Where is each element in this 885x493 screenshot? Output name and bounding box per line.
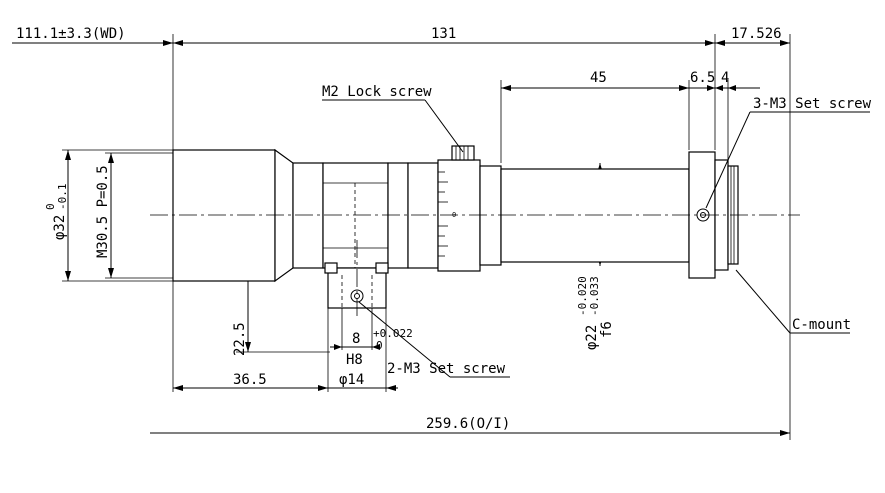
callout-set-screw-bottom: 2-M3 Set screw — [387, 361, 506, 377]
fit-f6: f6 — [599, 321, 615, 338]
dim-6-5: 6.5 — [690, 70, 715, 86]
rear-tube — [500, 168, 690, 263]
tol-h8-upper: +0.022 — [373, 327, 413, 340]
dim-36-5: 36.5 — [233, 372, 267, 388]
dim-phi22-lower: -0.033 — [588, 276, 601, 316]
focus-ring — [437, 159, 481, 272]
dim-thread: M30.5 P=0.5 — [95, 165, 111, 258]
dim-131: 131 — [431, 26, 456, 42]
dim-phi22: φ22 -0.020 -0.033 — [576, 276, 601, 350]
front-barrel — [172, 149, 276, 282]
rear-barrel-b — [407, 162, 439, 269]
dim-overall: 259.6(O/I) — [426, 416, 510, 432]
dim-8: 8 — [352, 331, 360, 347]
center-lines — [150, 214, 800, 316]
dim-phi22-value: φ22 — [584, 325, 600, 350]
dim-45: 45 — [590, 70, 607, 86]
collar — [479, 165, 502, 266]
lock-screw — [451, 145, 475, 161]
wd-label: 111.1±3.3(WD) — [16, 26, 126, 42]
dim-4: 4 — [721, 70, 729, 86]
lens-body: 0 — [172, 145, 739, 283]
dimension-texts: 111.1±3.3(WD) 131 17.526 45 6.5 4 φ32 0 … — [16, 26, 782, 432]
rear-barrel-a — [387, 162, 409, 269]
block-housing — [322, 162, 389, 269]
callout-texts: M2 Lock screw 3-M3 Set screw 2-M3 Set sc… — [322, 84, 872, 377]
callout-c-mount: C-mount — [792, 317, 851, 333]
callout-set-screw-top: 3-M3 Set screw — [753, 96, 872, 112]
extension-lines — [62, 34, 791, 440]
dim-phi32-value: φ32 — [52, 215, 68, 240]
dim-22-5: 22.5 — [232, 322, 248, 356]
mounting-block — [324, 262, 389, 309]
leader-lines — [322, 99, 870, 378]
dim-phi22-upper: -0.020 — [576, 276, 589, 316]
dim-phi32-upper: 0 — [44, 203, 57, 210]
callout-lock-screw: M2 Lock screw — [322, 84, 432, 100]
dim-17526: 17.526 — [731, 26, 782, 42]
dim-phi32-lower: -0.1 — [56, 184, 69, 211]
block-tab-left — [324, 262, 338, 274]
block-tab-right — [375, 262, 389, 274]
barrel-taper — [274, 148, 294, 283]
mid-barrel — [292, 162, 324, 269]
dim-phi14: φ14 — [339, 372, 364, 388]
tol-h8-lower: 0 — [376, 339, 383, 352]
fit-h8: H8 — [346, 352, 363, 368]
dim-phi32: φ32 0 -0.1 — [44, 184, 69, 241]
